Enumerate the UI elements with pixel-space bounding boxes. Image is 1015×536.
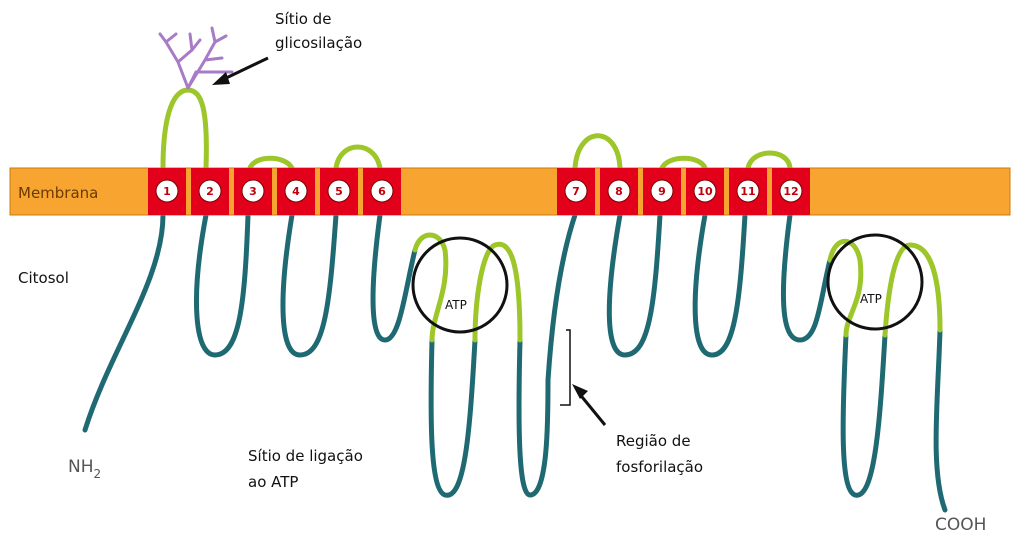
atp-label-2: ATP bbox=[860, 292, 882, 306]
c-terminal-tail bbox=[936, 330, 945, 510]
tm-marker-2: 2 bbox=[199, 180, 221, 202]
extracellular-loop-1-2 bbox=[163, 90, 206, 168]
atp-label-1: ATP bbox=[445, 298, 467, 312]
n-terminal-tail bbox=[85, 215, 163, 430]
extracellular-loop-11-12 bbox=[748, 153, 790, 168]
glycosylation-label-line1: Sítio de bbox=[275, 10, 331, 28]
phosphorylation-linker bbox=[548, 215, 575, 380]
atp1-hairpin-a bbox=[431, 340, 475, 495]
phosphorylation-label-line2: fosforilação bbox=[616, 458, 703, 476]
tm-number-6: 6 bbox=[378, 185, 386, 198]
tm-number-9: 9 bbox=[658, 185, 666, 198]
tm-number-8: 8 bbox=[615, 185, 623, 198]
tm-marker-1: 1 bbox=[156, 180, 178, 202]
tm-marker-9: 9 bbox=[651, 180, 673, 202]
atp1-hairpin-b bbox=[519, 340, 548, 495]
tm-marker-10: 10 bbox=[694, 180, 716, 202]
glycosylation-arrowhead bbox=[212, 72, 230, 85]
extracellular-loop-3-4 bbox=[250, 158, 292, 168]
tm-marker-4: 4 bbox=[285, 180, 307, 202]
loop-8-9 bbox=[609, 215, 660, 355]
phosphorylation-bracket bbox=[560, 330, 570, 405]
tm-marker-3: 3 bbox=[242, 180, 264, 202]
cytosol-label: Citosol bbox=[18, 269, 69, 287]
tm-number-2: 2 bbox=[206, 185, 214, 198]
loop-10-11 bbox=[695, 215, 745, 355]
tm-number-1: 1 bbox=[163, 185, 171, 198]
loop-6-atp1-lead bbox=[373, 215, 415, 340]
tm-number-5: 5 bbox=[335, 185, 343, 198]
glycosylation-arrow bbox=[222, 58, 268, 80]
glycosylation-label-line2: glicosilação bbox=[275, 34, 362, 52]
n-terminus-subscript: 2 bbox=[94, 467, 102, 481]
n-terminus-text: NH bbox=[68, 457, 94, 477]
tm-marker-6: 6 bbox=[371, 180, 393, 202]
c-terminus-label: COOH bbox=[935, 515, 986, 535]
extracellular-loop-9-10 bbox=[662, 158, 705, 168]
tm-number-4: 4 bbox=[292, 185, 300, 198]
loop-12-atp2-lead bbox=[783, 215, 830, 340]
extracellular-loop-5-6 bbox=[336, 147, 380, 168]
phosphorylation-indicator bbox=[560, 330, 605, 425]
tm-marker-8: 8 bbox=[608, 180, 630, 202]
tm-number-7: 7 bbox=[572, 185, 580, 198]
atp1-lime-loops bbox=[415, 235, 520, 340]
tm-number-10: 10 bbox=[697, 185, 713, 198]
tm-number-3: 3 bbox=[249, 185, 257, 198]
tm-number-11: 11 bbox=[740, 185, 755, 198]
extracellular-loops bbox=[163, 90, 790, 168]
phosphorylation-arrowhead bbox=[572, 384, 588, 399]
tm-marker-7: 7 bbox=[565, 180, 587, 202]
tm-number-12: 12 bbox=[783, 185, 798, 198]
atp2-hairpin-a bbox=[843, 335, 885, 495]
loop-4-5 bbox=[283, 215, 336, 355]
tm-marker-12: 12 bbox=[780, 180, 802, 202]
tm-marker-11: 11 bbox=[737, 180, 759, 202]
membrane-label: Membrana bbox=[18, 184, 98, 202]
tm-marker-5: 5 bbox=[328, 180, 350, 202]
n-terminus-label: NH2 bbox=[68, 457, 101, 481]
phosphorylation-label-line1: Região de bbox=[616, 432, 691, 450]
atp-binding-site-1: ATP bbox=[413, 238, 507, 332]
atp-binding-label-line2: ao ATP bbox=[248, 473, 298, 491]
loop-2-3 bbox=[196, 215, 248, 355]
atp-binding-site-2: ATP bbox=[828, 235, 922, 329]
extracellular-loop-7-8 bbox=[575, 136, 620, 168]
atp-binding-label-line1: Sítio de ligação bbox=[248, 447, 363, 465]
